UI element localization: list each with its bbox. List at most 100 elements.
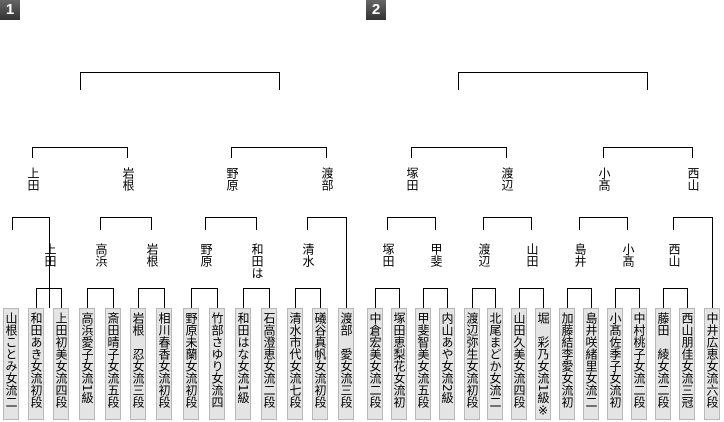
round1-connector-leg	[375, 288, 376, 308]
round3-connector-leg	[326, 147, 327, 158]
semifinal-connector-leg	[279, 72, 280, 90]
round2-winner-label: 清水	[301, 243, 315, 267]
round1-connector-leg	[399, 288, 400, 308]
round1-connector-leg	[567, 288, 568, 308]
round2-connector-bar	[673, 217, 713, 218]
round2-connector-leg	[205, 217, 206, 230]
round1-connector-leg	[615, 288, 616, 308]
round2-winner-label: 塚田	[381, 243, 395, 267]
semifinal-connector-leg	[80, 72, 81, 90]
round2-connector-leg	[387, 217, 388, 230]
round3-winner-label: 渡辺	[500, 167, 514, 191]
player-entry[interactable]: 竹部さゆり女流四段	[209, 308, 225, 420]
round1-connector-leg	[495, 288, 496, 308]
player-entry[interactable]: 藤田 綾女流二段	[655, 308, 671, 420]
round1-connector-leg	[191, 288, 192, 308]
round3-connector-leg	[127, 147, 128, 158]
player-entry[interactable]: 渡辺弥生女流初段	[464, 308, 480, 420]
round1-connector-bar	[87, 288, 114, 289]
round1-connector-leg	[113, 288, 114, 308]
round2-connector-bar	[579, 217, 628, 218]
semifinal-connector-leg	[647, 72, 648, 90]
player-entry[interactable]: 北尾まどか女流二段	[487, 308, 503, 420]
round3-connector-leg	[603, 147, 604, 158]
round1-connector-bar	[423, 288, 448, 289]
player-entry[interactable]: 高浜愛子女流1級	[79, 308, 95, 420]
round3-winner-label: 西山	[686, 167, 700, 191]
round2-connector-bar	[387, 217, 436, 218]
bracket-number-badge: 2	[366, 0, 386, 20]
round2-winner-label: 甲斐	[429, 243, 443, 267]
round2-connector-leg	[712, 217, 713, 308]
player-entry[interactable]: 和田はな女流1級	[235, 308, 251, 420]
round2-connector-bar	[205, 217, 257, 218]
round1-connector-leg	[61, 288, 62, 308]
round2-connector-leg	[256, 217, 257, 230]
round2-connector-leg	[100, 217, 101, 230]
round1-connector-bar	[663, 288, 688, 289]
round2-connector-leg	[151, 217, 152, 230]
round2-connector-leg	[673, 217, 674, 230]
round2-connector-bar	[307, 217, 347, 218]
round1-connector-bar	[295, 288, 321, 289]
round3-winner-label: 岩根	[121, 167, 135, 191]
round1-connector-leg	[639, 288, 640, 308]
round1-connector-bar	[138, 288, 165, 289]
round1-connector-bar	[243, 288, 270, 289]
round2-winner-label: 渡辺	[477, 243, 491, 267]
player-entry[interactable]: 中倉宏美女流二段※	[367, 308, 383, 420]
player-entry[interactable]: 山根ことみ女流二段	[3, 308, 19, 420]
player-entry[interactable]: 堀 彩乃女流1級※	[535, 308, 551, 420]
round3-winner-label: 渡部	[320, 167, 334, 191]
player-entry[interactable]: 和田あき女流初段	[28, 308, 44, 420]
round1-connector-leg	[519, 288, 520, 308]
player-entry[interactable]: 山田久美女流四段	[511, 308, 527, 420]
player-entry[interactable]: 小髙佐季子女流初段	[607, 308, 623, 420]
round2-winner-label: 島井	[573, 243, 587, 267]
player-entry[interactable]: 渡部 愛女流三段※	[338, 308, 354, 420]
round1-connector-leg	[663, 288, 664, 308]
round2-winner-label: 岩根	[145, 243, 159, 267]
round3-winner-label: 小髙	[597, 167, 611, 191]
round2-connector-leg	[483, 217, 484, 230]
round2-connector-leg	[531, 217, 532, 230]
round2-connector-bar	[100, 217, 152, 218]
player-entry[interactable]: 中村桃子女流二段	[631, 308, 647, 420]
player-entry[interactable]: 島井咲緒里女流二段※	[583, 308, 599, 420]
round1-connector-leg	[543, 288, 544, 308]
round3-connector-leg	[32, 147, 33, 158]
round3-connector-leg	[231, 147, 232, 158]
round3-connector-leg	[506, 147, 507, 158]
player-entry[interactable]: 中井広恵女流六段※	[704, 308, 720, 420]
bracket-number-badge: 1	[0, 0, 20, 20]
player-entry[interactable]: 斎田晴子女流五段	[105, 308, 121, 420]
player-entry[interactable]: 礒谷真帆女流初段※	[312, 308, 328, 420]
player-entry[interactable]: 内山あや女流2級	[439, 308, 455, 420]
player-entry[interactable]: 塚田恵梨花女流初段	[391, 308, 407, 420]
round3-winner-label: 塚田	[405, 167, 419, 191]
round1-connector-leg	[687, 288, 688, 308]
round3-winner-label: 野原	[225, 167, 239, 191]
player-entry[interactable]: 岩根 忍女流三段	[130, 308, 146, 420]
round2-connector-leg	[12, 217, 13, 230]
player-entry[interactable]: 甲斐智美女流五段	[415, 308, 431, 420]
semifinal-connector-bar	[458, 72, 648, 73]
round2-winner-label: 上田	[43, 243, 57, 267]
round2-winner-label: 西山	[667, 243, 681, 267]
round1-connector-bar	[519, 288, 544, 289]
round1-connector-leg	[217, 288, 218, 308]
round2-connector-bar	[12, 217, 50, 218]
round1-connector-leg	[295, 288, 296, 308]
player-entry[interactable]: 西山朋佳女流三冠	[679, 308, 695, 420]
round3-connector-leg	[411, 147, 412, 158]
round1-connector-bar	[472, 288, 496, 289]
player-entry[interactable]: 清水市代女流七段	[287, 308, 303, 420]
player-entry[interactable]: 野原未蘭女流初段	[183, 308, 199, 420]
player-entry[interactable]: 石高澄恵女流二段	[261, 308, 277, 420]
round1-connector-bar	[191, 288, 218, 289]
player-entry[interactable]: 加藤結李愛女流初段	[559, 308, 575, 420]
round1-connector-bar	[567, 288, 592, 289]
player-entry[interactable]: 相川春香女流初段	[156, 308, 172, 420]
player-entry[interactable]: 上田初美女流四段	[53, 308, 69, 420]
round2-connector-leg	[307, 217, 308, 230]
